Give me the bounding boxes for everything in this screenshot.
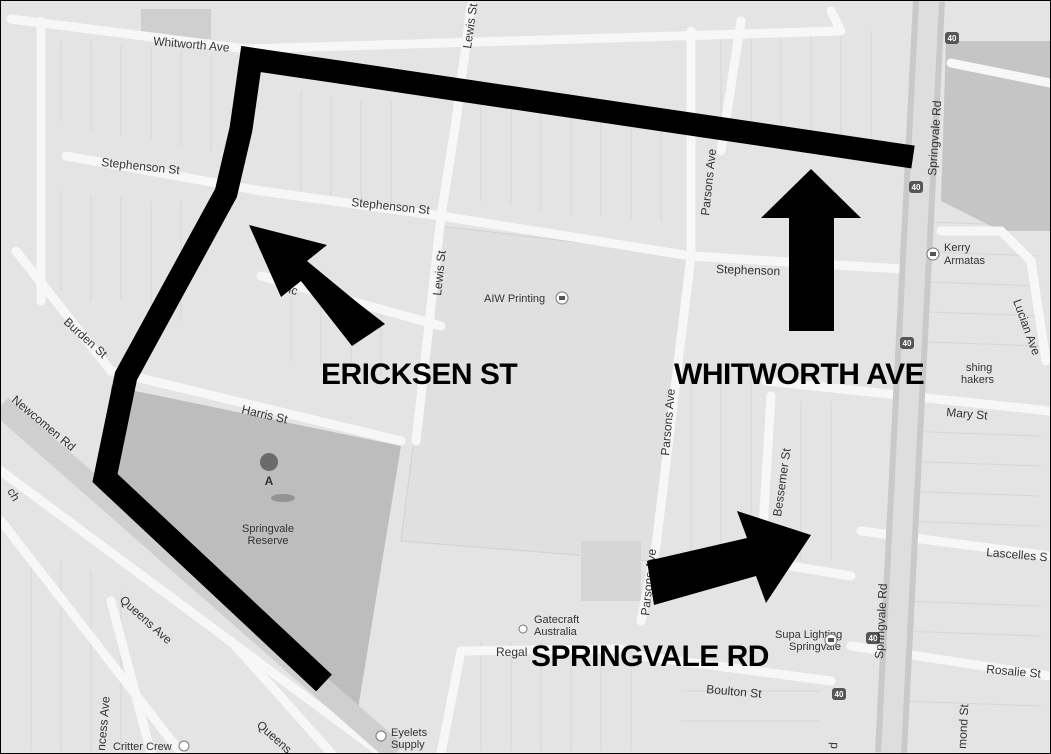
- poi-label-supply: Supply: [391, 739, 425, 751]
- street-label-princess-ave: ncess Ave: [94, 695, 113, 751]
- street-label-lascelles-st: Lascelles S: [986, 545, 1048, 564]
- poi-dot-icon: [178, 740, 190, 752]
- poi-shing-hakers[interactable]: shing hakers: [961, 362, 995, 386]
- street-label-lewis-st-mid: Lewis St: [430, 249, 449, 296]
- poi-critter-crew[interactable]: Critter Crew: [113, 740, 190, 753]
- building-block: [581, 541, 641, 601]
- poi-label-critter-crew: Critter Crew: [113, 741, 172, 753]
- poi-label-hakers: hakers: [961, 374, 995, 386]
- poi-aiw-printing[interactable]: AIW Printing: [484, 291, 569, 305]
- route-path: [92, 45, 915, 692]
- street-label-boulton-st: Boulton St: [706, 682, 763, 701]
- block-texture: [30, 31, 1042, 751]
- poi-label-aiw-printing: AIW Printing: [484, 293, 545, 305]
- street-label-whitworth-ave: Whitworth Ave: [153, 34, 231, 55]
- street-label-springvale-rd-south: Springvale Rd: [872, 583, 890, 659]
- poi-dot-icon: [375, 730, 387, 742]
- poi-kerry-armatas[interactable]: Kerry Armatas: [926, 242, 985, 267]
- map-pin-icon: [260, 453, 279, 499]
- poi-dot-icon: [518, 624, 528, 634]
- street-label-springvale-rd-north: Springvale Rd: [925, 100, 944, 176]
- springvale-rd-surface: [881, 1, 939, 753]
- route-shield-label: 40: [903, 339, 912, 348]
- annotation-springvale-rd: SPRINGVALE RD: [531, 640, 769, 673]
- arrow-up-left-icon: [249, 225, 385, 346]
- route-shield-label: 40: [869, 634, 878, 643]
- street-label-rd-fragment: d: [826, 742, 840, 749]
- route-shield-label: 40: [835, 690, 844, 699]
- annotation-whitworth-ave: WHITWORTH AVE: [674, 358, 924, 391]
- poi-eyelets-supply[interactable]: Eyelets Supply: [375, 727, 428, 751]
- street-label-mary-st: Mary St: [946, 405, 989, 423]
- poi-springvale-reserve[interactable]: A Springvale Reserve: [242, 453, 295, 547]
- poi-label-shing: shing: [966, 362, 992, 374]
- poi-label-australia: Australia: [534, 626, 578, 638]
- poi-label-kerry: Kerry: [944, 242, 971, 254]
- route-shield-label: 40: [948, 34, 957, 43]
- route-shields: 40 40 40 40 40: [832, 32, 959, 700]
- poi-label-gatecraft: Gatecraft: [534, 614, 579, 626]
- pin-label: A: [265, 474, 274, 488]
- street-label-parsons-ave-mid: Parsons Ave: [658, 388, 678, 456]
- street-label-ch-fragment: ch: [4, 486, 22, 504]
- annotation-ericksen-st: ERICKSEN ST: [321, 358, 517, 391]
- poi-supa-lighting[interactable]: Supa Lighting Springvale: [775, 629, 842, 653]
- street-label-rosalie-st: Rosalie St: [986, 662, 1042, 681]
- poi-label-eyelets: Eyelets: [391, 727, 428, 739]
- arrow-right-icon: [647, 511, 811, 605]
- poi-gatecraft[interactable]: Gatecraft Australia: [518, 614, 579, 638]
- poi-label-armatas: Armatas: [944, 255, 985, 267]
- poi-label-springvale: Springvale: [242, 523, 294, 535]
- pin-shadow: [271, 494, 295, 502]
- street-label-mond-st: mond St: [955, 703, 971, 749]
- street-label-lewis-st-top: Lewis St: [460, 2, 480, 50]
- street-label-regal: Regal: [496, 645, 527, 659]
- rail-corridor: [941, 41, 1050, 231]
- arrow-up-icon: [761, 169, 861, 331]
- route-shield-label: 40: [912, 183, 921, 192]
- street-label-stephenson-st-east: Stephenson: [716, 262, 781, 278]
- poi-label-reserve: Reserve: [248, 535, 289, 547]
- springvale-reserve-park[interactable]: [111, 386, 401, 721]
